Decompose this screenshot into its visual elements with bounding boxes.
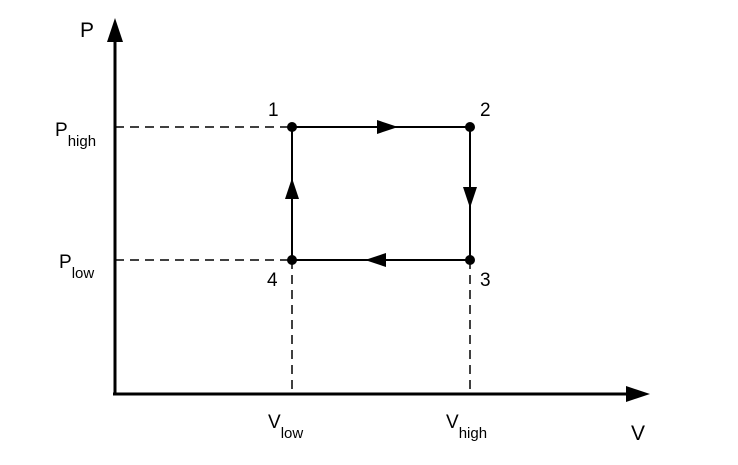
point-1-marker (287, 122, 297, 132)
v-axis-arrowhead (626, 386, 650, 402)
point-2-marker (465, 122, 475, 132)
p-high-label-sub: high (68, 133, 96, 150)
arrow-1-to-2 (377, 120, 398, 134)
v-high-label: Vhigh (446, 412, 487, 442)
point-4-marker (287, 255, 297, 265)
point-3-marker (465, 255, 475, 265)
v-low-label-main: V (268, 412, 281, 433)
v-high-label-main: V (446, 412, 459, 433)
arrow-3-to-4 (365, 253, 386, 267)
v-high-label-sub: high (459, 425, 487, 442)
p-high-label-main: P (55, 120, 68, 141)
p-low-label-main: P (59, 252, 72, 273)
p-high-label: Phigh (55, 120, 96, 150)
arrow-2-to-3 (463, 187, 477, 208)
p-axis-arrowhead (107, 18, 123, 42)
point-1-label: 1 (268, 100, 279, 121)
point-3-label: 3 (480, 270, 491, 291)
point-2-label: 2 (480, 100, 491, 121)
v-axis-title: V (631, 422, 645, 445)
p-low-label-sub: low (72, 265, 95, 282)
arrow-4-to-1 (285, 178, 299, 199)
v-low-label-sub: low (281, 425, 304, 442)
v-low-label: Vlow (268, 412, 303, 442)
point-4-label: 4 (267, 270, 278, 291)
p-low-label: Plow (59, 252, 94, 282)
p-axis-title: P (80, 19, 94, 42)
